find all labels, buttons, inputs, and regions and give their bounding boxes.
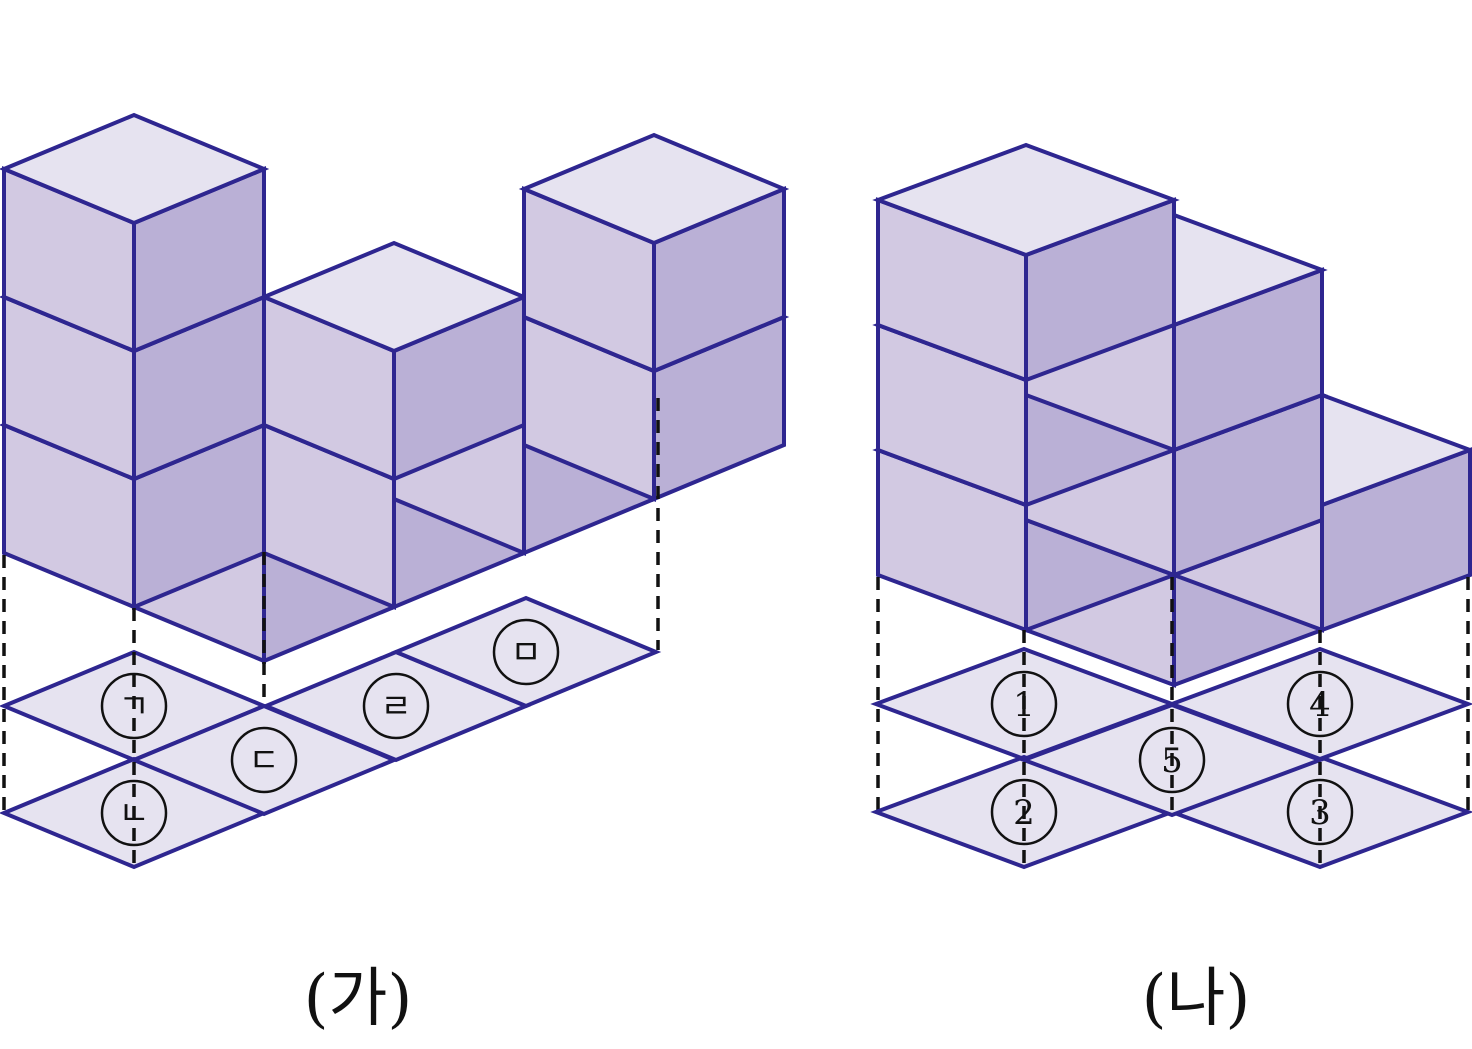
label-b-5: 5 (1138, 726, 1206, 794)
label-a-5: ㅁ (492, 618, 560, 686)
label-a-4: ㄹ (362, 672, 430, 740)
svg-text:2: 2 (1013, 793, 1035, 833)
label-b-1: 1 (990, 670, 1058, 738)
svg-text:ㄷ: ㄷ (248, 741, 279, 781)
svg-text:ㄱ: ㄱ (118, 687, 149, 727)
base-a-cell-5 (390, 595, 662, 709)
svg-text:ㅁ: ㅁ (510, 633, 541, 673)
base-guide-overlays (132, 577, 1322, 866)
fig-b-cube-8 (872, 142, 1180, 383)
fig-a-cube-8 (518, 132, 790, 374)
svg-text:5: 5 (1161, 741, 1183, 781)
caption-figure-b: (나) (1142, 962, 1251, 1036)
svg-text:4: 4 (1309, 685, 1331, 725)
caption-figure-a: (가) (304, 962, 413, 1036)
label-a-2: ㄴ (100, 779, 168, 847)
projection-guides (2, 398, 1470, 812)
svg-text:3: 3 (1309, 793, 1331, 833)
svg-text:ㄹ: ㄹ (380, 687, 411, 727)
svg-text:ㄴ: ㄴ (118, 794, 149, 834)
label-b-4: 4 (1286, 670, 1354, 738)
svg-text:1: 1 (1013, 685, 1035, 725)
label-a-1: ㄱ (100, 672, 168, 740)
label-a-3: ㄷ (230, 726, 298, 794)
fig-a-cube-7 (258, 240, 530, 482)
fig-a-cube-9 (0, 112, 270, 354)
label-b-2: 2 (990, 778, 1058, 846)
label-b-3: 3 (1286, 778, 1354, 846)
base-labels: ㄱ ㄴ ㄷ ㄹ ㅁ 1 2 3 4 5 (100, 618, 1354, 847)
cube-stacks (0, 112, 1472, 688)
